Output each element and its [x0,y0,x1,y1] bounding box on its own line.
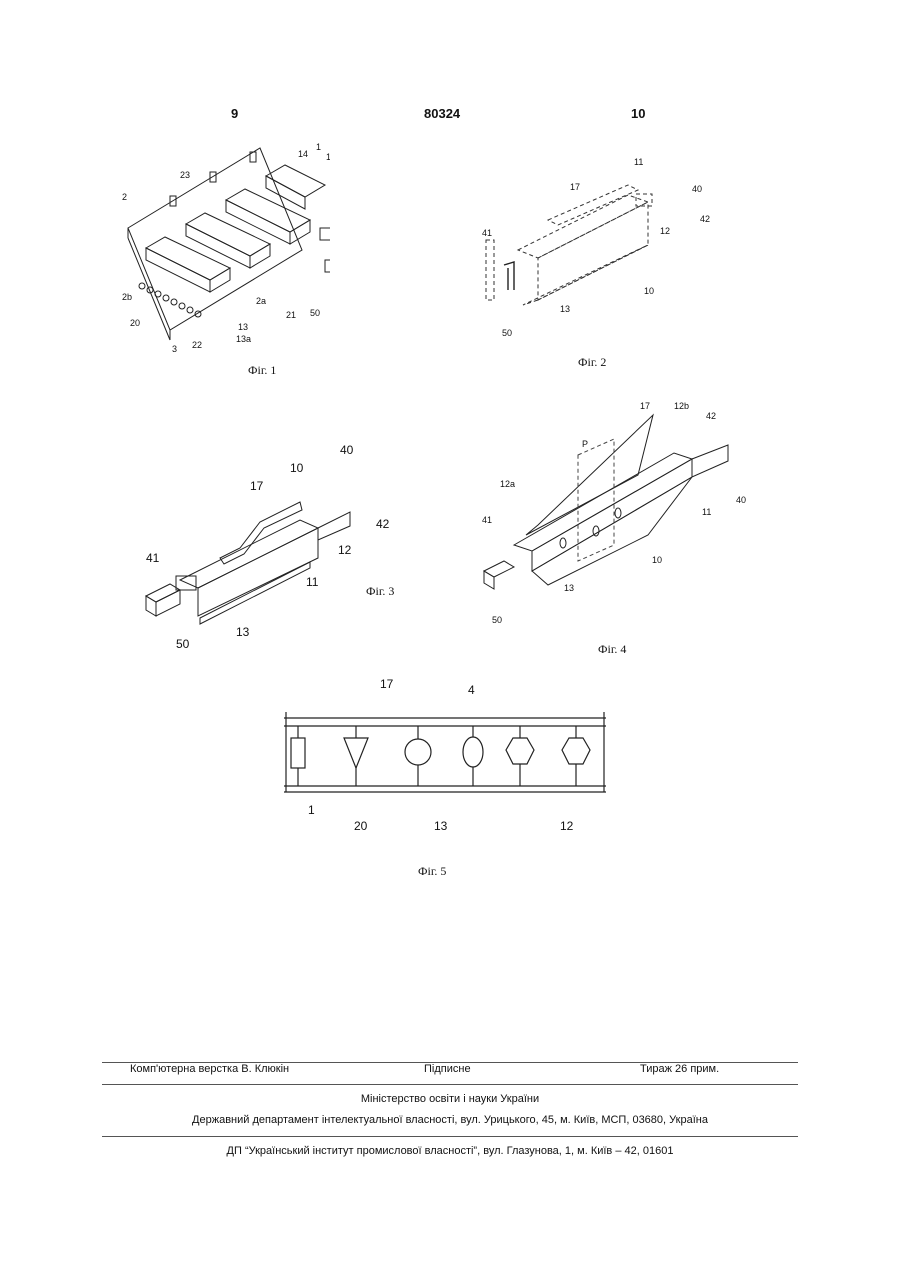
svg-text:22: 22 [192,340,202,350]
figure-2-caption: Фіг. 2 [578,355,606,370]
svg-text:17: 17 [570,182,580,192]
figure-2: 11 17 40 42 41 12 50 13 10 [478,150,738,350]
fig1-bars [146,165,325,292]
svg-text:13: 13 [236,625,250,639]
svg-text:50: 50 [492,615,502,625]
svg-text:1: 1 [316,142,321,152]
svg-text:2: 2 [122,192,127,202]
svg-text:3: 3 [172,344,177,354]
svg-text:21: 21 [286,310,296,320]
svg-text:4: 4 [468,683,475,697]
svg-text:17: 17 [380,677,394,691]
figure-3-drawing: 40 10 17 42 12 41 11 50 13 [140,440,400,650]
figure-5-caption: Фіг. 5 [418,864,446,879]
fig2-assembly [486,185,652,305]
page-number-right: 10 [631,106,645,121]
fig5-labels: 17 4 1 20 13 12 [308,677,574,833]
figure-2-drawing: 11 17 40 42 41 12 50 13 10 [478,150,738,350]
fig1-circles [139,283,201,317]
svg-text:17: 17 [326,152,330,162]
figure-4-caption: Фіг. 4 [598,642,626,657]
svg-text:13: 13 [564,583,574,593]
svg-text:50: 50 [502,328,512,338]
figure-5: 17 4 1 20 13 12 [274,672,614,842]
figure-1-caption: Фіг. 1 [248,363,276,378]
svg-text:P: P [582,439,588,449]
svg-text:2b: 2b [122,292,132,302]
svg-text:50: 50 [310,308,320,318]
svg-text:13: 13 [238,322,248,332]
svg-text:50: 50 [176,637,190,650]
svg-text:12: 12 [660,226,670,236]
svg-text:41: 41 [482,228,492,238]
svg-text:2a: 2a [256,296,266,306]
figure-1: 1 2 14 17 23 12 15 2b 20 3 13 13a 22 2a … [110,140,330,355]
svg-text:13: 13 [434,819,448,833]
figure-4: 17 12b 42 P 12a 41 40 11 10 13 50 [478,395,758,635]
fig2-labels: 11 17 40 42 41 12 50 13 10 [482,157,710,338]
svg-text:20: 20 [354,819,368,833]
fig5-stems [298,726,576,786]
svg-text:41: 41 [482,515,492,525]
svg-text:42: 42 [706,411,716,421]
svg-text:40: 40 [692,184,702,194]
svg-text:42: 42 [700,214,710,224]
figure-4-drawing: 17 12b 42 P 12a 41 40 11 10 13 50 [478,395,758,635]
svg-text:10: 10 [652,555,662,565]
fig1-labels: 1 2 14 17 23 12 15 2b 20 3 13 13a 22 2a … [122,142,330,354]
figure-3-caption: Фіг. 3 [366,584,394,599]
svg-text:23: 23 [180,170,190,180]
svg-text:1: 1 [308,803,315,817]
svg-text:14: 14 [298,149,308,159]
svg-text:12b: 12b [674,401,689,411]
svg-text:11: 11 [634,157,643,167]
svg-text:40: 40 [736,495,746,505]
fig3-bracket [146,502,350,624]
fig5-profiles [291,737,590,768]
footer-department: Державний департамент інтелектуальної вл… [102,1114,798,1126]
svg-text:42: 42 [376,517,390,531]
figure-5-drawing: 17 4 1 20 13 12 [274,672,614,842]
footer-signed: Підписне [424,1063,471,1075]
figure-1-drawing: 1 2 14 17 23 12 15 2b 20 3 13 13a 22 2a … [110,140,330,355]
footer-typesetter: Комп'ютерна верстка В. Клюкін [130,1063,289,1075]
fig4-bracket [484,415,728,589]
svg-text:13: 13 [560,304,570,314]
svg-text:12: 12 [560,819,574,833]
svg-text:11: 11 [702,507,711,517]
svg-text:10: 10 [644,286,654,296]
figure-3: 40 10 17 42 12 41 11 50 13 [140,440,400,650]
svg-text:10: 10 [290,461,304,475]
svg-text:20: 20 [130,318,140,328]
footer-rule-bottom [102,1136,798,1137]
svg-text:12a: 12a [500,479,515,489]
fig3-labels: 40 10 17 42 12 41 11 50 13 [146,443,390,650]
svg-text:17: 17 [640,401,650,411]
svg-text:41: 41 [146,551,160,565]
footer-ministry: Міністерство освіти і науки України [102,1093,798,1105]
svg-text:17: 17 [250,479,264,493]
svg-text:12: 12 [338,543,352,557]
svg-text:13a: 13a [236,334,251,344]
patent-number: 80324 [424,106,460,121]
footer-institute: ДП “Український інститут промислової вла… [102,1145,798,1157]
footer-rule-middle [102,1084,798,1085]
svg-text:11: 11 [306,575,319,589]
page-number-left: 9 [231,106,238,121]
svg-text:40: 40 [340,443,354,457]
footer-circulation: Тираж 26 прим. [640,1063,719,1075]
